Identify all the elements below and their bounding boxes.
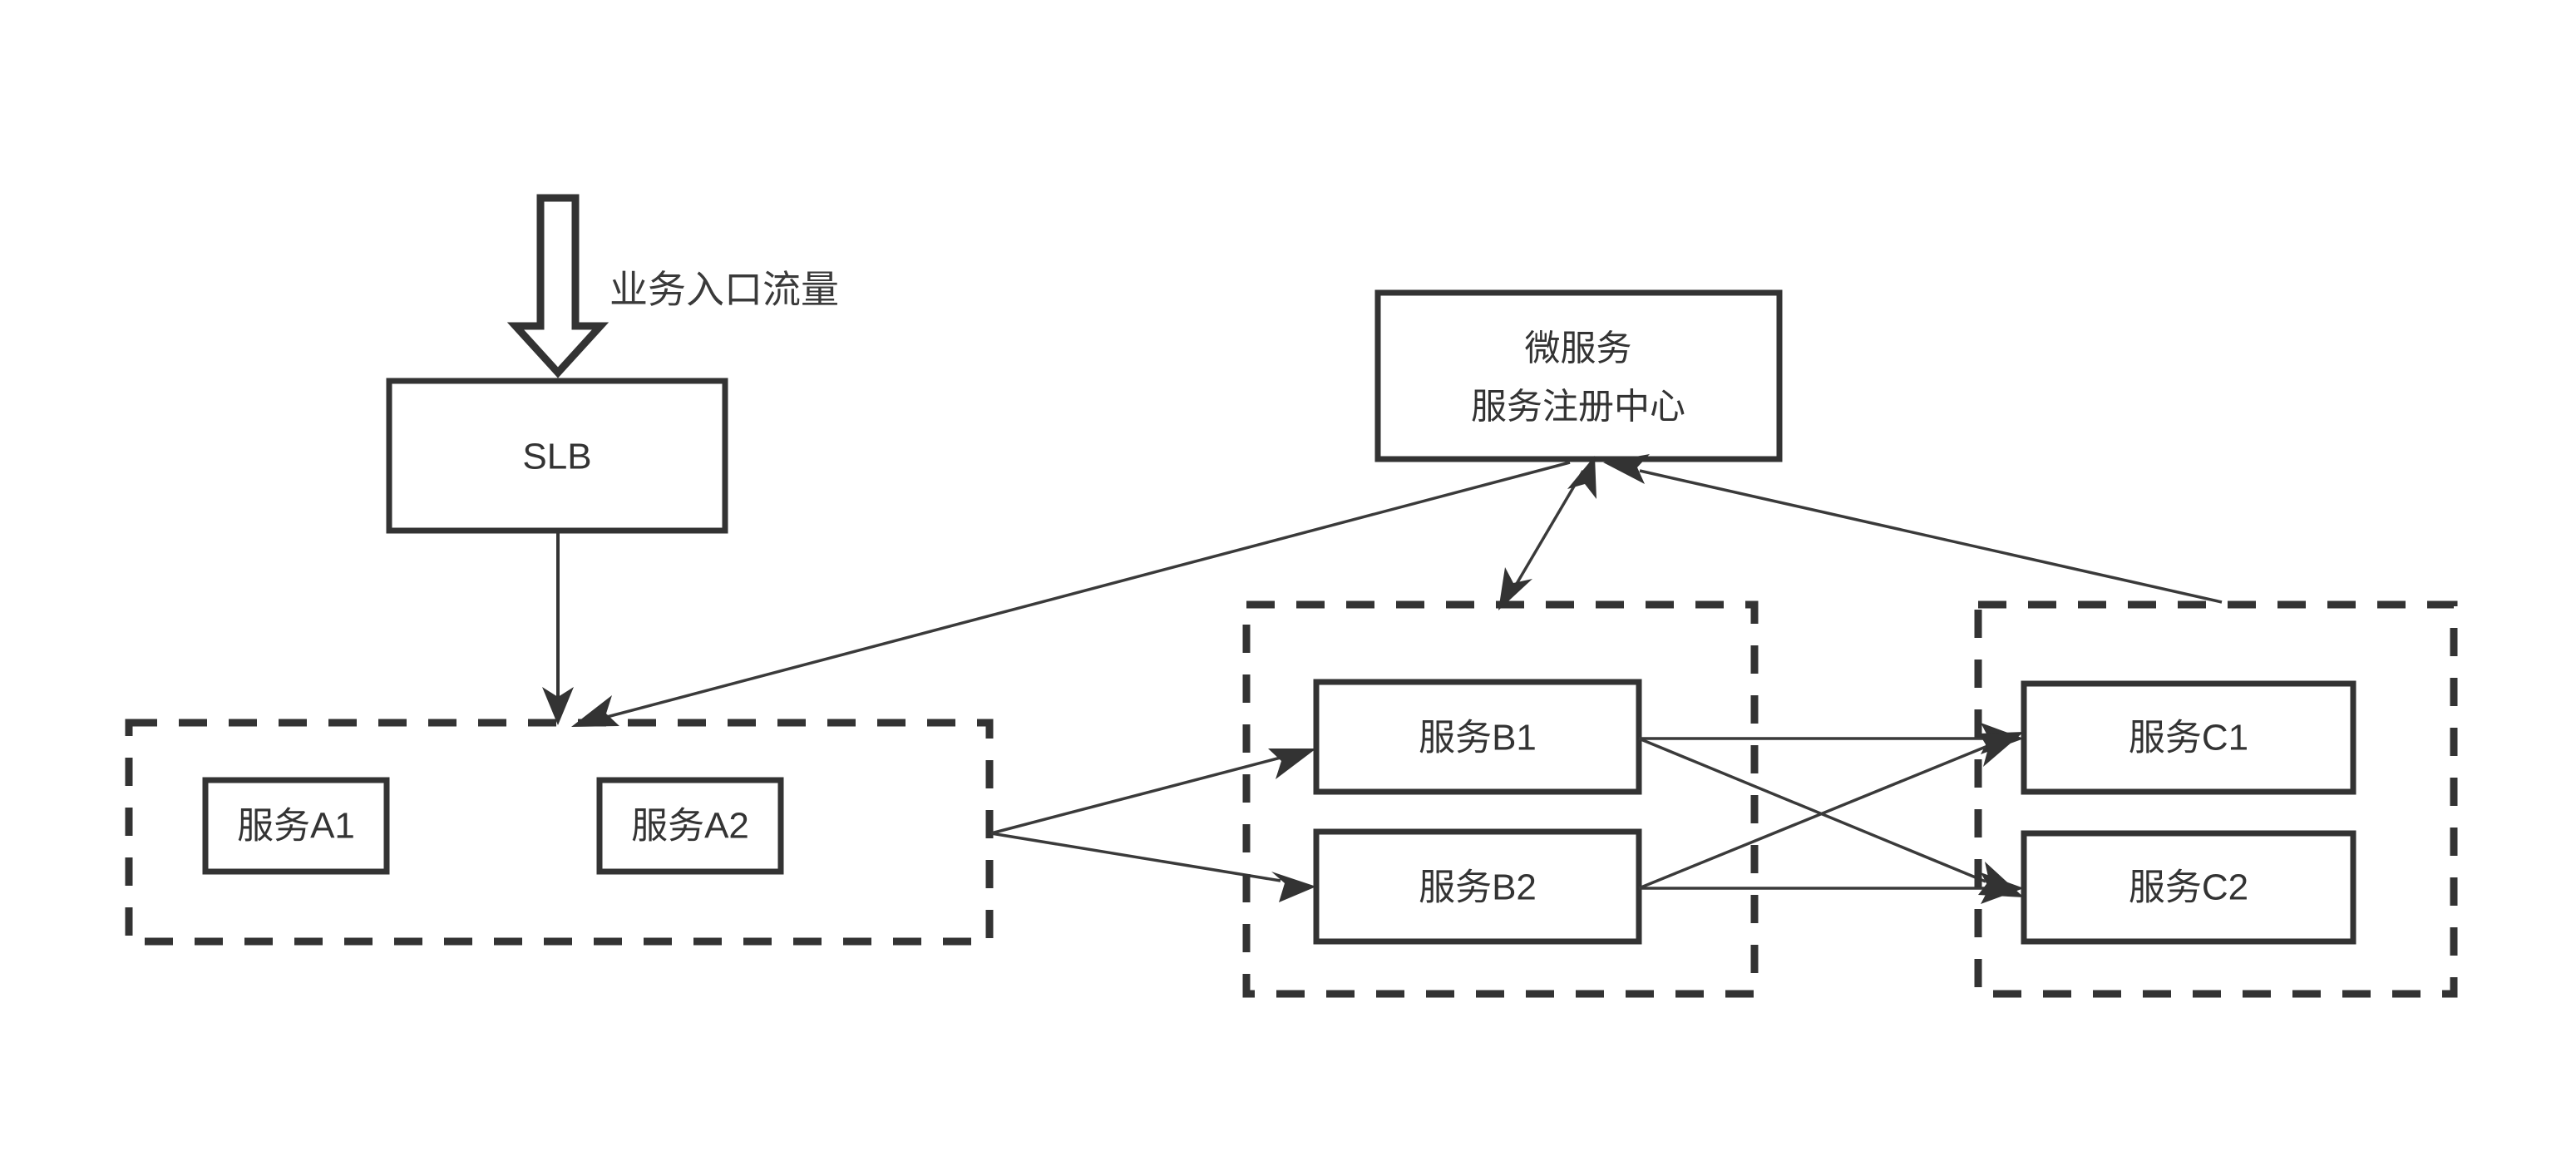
node-service-a2-label: 服务A2 xyxy=(631,806,749,847)
node-service-b1-label: 服务B1 xyxy=(1419,718,1537,758)
node-service-c1-label: 服务C1 xyxy=(2129,718,2248,758)
group-b-boundary xyxy=(1242,600,1759,998)
connector-group-c-to-registry xyxy=(1603,454,2223,604)
node-service-c2[interactable]: 服务C2 xyxy=(2021,830,2356,945)
node-service-c2-label: 服务C2 xyxy=(2129,867,2248,908)
connector-slb-to-group-a xyxy=(542,531,574,725)
node-slb-label: SLB xyxy=(522,437,591,477)
node-service-b1[interactable]: 服务B1 xyxy=(1313,679,1642,795)
node-registry-label-line1: 微服务 xyxy=(1525,329,1632,368)
ingress-flow-label: 业务入口流量 xyxy=(609,268,839,311)
connector-group-a-to-service-b1 xyxy=(990,749,1316,835)
node-registry-label-line2: 服务注册中心 xyxy=(1471,387,1685,427)
group-a-boundary xyxy=(125,719,994,946)
connector-service-b1-to-service-c1 xyxy=(1639,723,2024,754)
connector-registry-to-group-b xyxy=(1498,456,1596,610)
node-service-a1-label: 服务A1 xyxy=(237,806,355,847)
connector-service-b1-to-service-c2 xyxy=(1638,737,2024,897)
node-service-registry[interactable]: 微服务 服务注册中心 xyxy=(1374,289,1783,462)
node-service-a1[interactable]: 服务A1 xyxy=(202,777,390,875)
group-c-boundary xyxy=(1974,600,2458,998)
ingress-flow-arrow-icon xyxy=(506,194,609,378)
node-service-b2-label: 服务B2 xyxy=(1419,867,1537,908)
node-service-c1[interactable]: 服务C1 xyxy=(2021,680,2356,795)
connector-service-b2-to-service-c1 xyxy=(1638,732,2024,890)
connector-service-b2-to-service-c2 xyxy=(1639,872,2024,904)
node-service-b2[interactable]: 服务B2 xyxy=(1313,828,1642,945)
node-service-a2[interactable]: 服务A2 xyxy=(596,777,784,875)
node-slb[interactable]: SLB xyxy=(386,378,728,534)
connector-group-a-to-service-b2 xyxy=(990,832,1316,902)
